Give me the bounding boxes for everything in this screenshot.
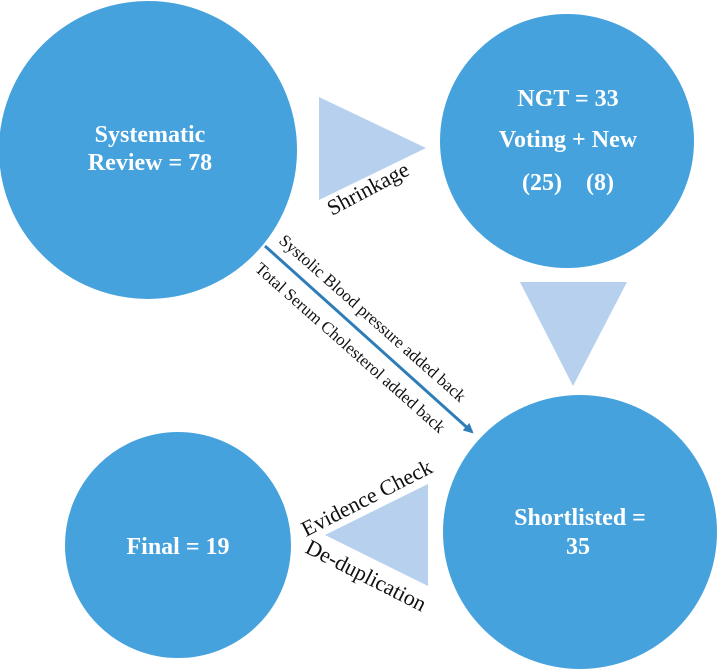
- connector-arrow: [263, 244, 474, 434]
- node-ngt-circle: [438, 12, 696, 270]
- node-ngt-label-line2: Voting + New: [499, 127, 638, 153]
- node-shortlisted-label-line1: Shortlisted =: [514, 505, 646, 531]
- node-ngt: NGT = 33 Voting + New (25) (8): [438, 12, 696, 270]
- triangle-arrow-down: [520, 282, 627, 386]
- node-systematic-review-label-line1: Systematic: [95, 122, 206, 148]
- node-shortlisted: Shortlisted = 35: [441, 393, 718, 670]
- node-systematic-review-circle: [0, 0, 299, 301]
- triangle-arrow-left: [325, 484, 428, 586]
- node-final: Final = 19: [63, 430, 293, 660]
- node-shortlisted-circle: [441, 393, 718, 670]
- node-systematic-review: Systematic Review = 78: [0, 0, 299, 301]
- triangle-arrow-right: [319, 97, 426, 200]
- node-shortlisted-label-line2: 35: [566, 534, 590, 560]
- node-ngt-label-line3: (25) (8): [522, 170, 614, 196]
- node-systematic-review-label-line2: Review = 78: [88, 150, 212, 176]
- node-final-circle: [63, 430, 293, 660]
- node-final-label: Final = 19: [126, 534, 229, 560]
- node-ngt-label-line1: NGT = 33: [517, 86, 618, 112]
